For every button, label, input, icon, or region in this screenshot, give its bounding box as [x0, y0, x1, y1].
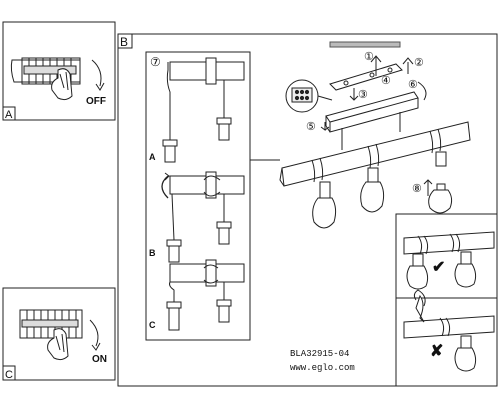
- correct-mark-icon: ✔: [432, 259, 445, 276]
- on-arrow: [89, 319, 99, 347]
- wrong-mark-icon: ✘: [430, 343, 443, 360]
- step7-label: ⑦: [150, 55, 161, 69]
- step2-arrow: [402, 57, 414, 74]
- main-wooden-bar: [279, 121, 471, 187]
- step5-arrow: [320, 122, 330, 131]
- off-caption: OFF: [86, 96, 106, 107]
- step5-label: ⑤: [306, 121, 316, 133]
- off-arrow: [91, 59, 102, 87]
- variant-a-illustration: [162, 57, 245, 163]
- correct-illustration: [403, 231, 495, 290]
- variant-b-illustration: [161, 171, 245, 263]
- panel-b-frame: [117, 33, 498, 387]
- variant-c-illustration: [166, 259, 245, 331]
- step4-label: ④: [381, 75, 391, 87]
- canopy: [325, 91, 419, 133]
- panel-b-tab: [117, 33, 133, 49]
- step7-panel: [145, 51, 251, 341]
- panel-c-frame: [2, 287, 116, 381]
- variant-a-label: A: [149, 152, 156, 162]
- variant-b-label: B: [149, 248, 156, 258]
- panel-b-letter: B: [120, 35, 128, 49]
- panel-a-frame: [2, 21, 116, 121]
- off-arrow-head: [95, 82, 105, 91]
- variant-c-label: C: [149, 320, 156, 330]
- on-caption: ON: [92, 354, 107, 365]
- panel-a-tab: [2, 106, 16, 121]
- document-code: BLA32915-04: [290, 349, 349, 359]
- step1-label: ①: [364, 51, 374, 63]
- step1-arrow: [370, 55, 382, 76]
- step8-label: ⑧: [412, 183, 422, 195]
- bulbs: [312, 151, 453, 229]
- panel-c-tab: [2, 365, 16, 381]
- step2-label: ②: [414, 57, 424, 69]
- step6-label: ⑥: [408, 79, 418, 91]
- step6-arrow: [417, 81, 427, 101]
- website-url: www.eglo.com: [290, 363, 355, 373]
- suspension-rods: [341, 112, 401, 150]
- panel-a-letter: A: [5, 109, 13, 121]
- step3-arrow: [349, 88, 359, 101]
- wrong-panel: [395, 297, 498, 387]
- ceiling-bracket: [329, 41, 403, 91]
- wrong-illustration: [403, 289, 495, 372]
- step8-arrow: [423, 179, 433, 196]
- on-arrow-head: [91, 342, 101, 351]
- breaker-on-illustration: [19, 309, 83, 361]
- panel-c-letter: C: [5, 369, 13, 381]
- breaker-off-illustration: [10, 57, 81, 101]
- step3-label: ③: [358, 89, 368, 101]
